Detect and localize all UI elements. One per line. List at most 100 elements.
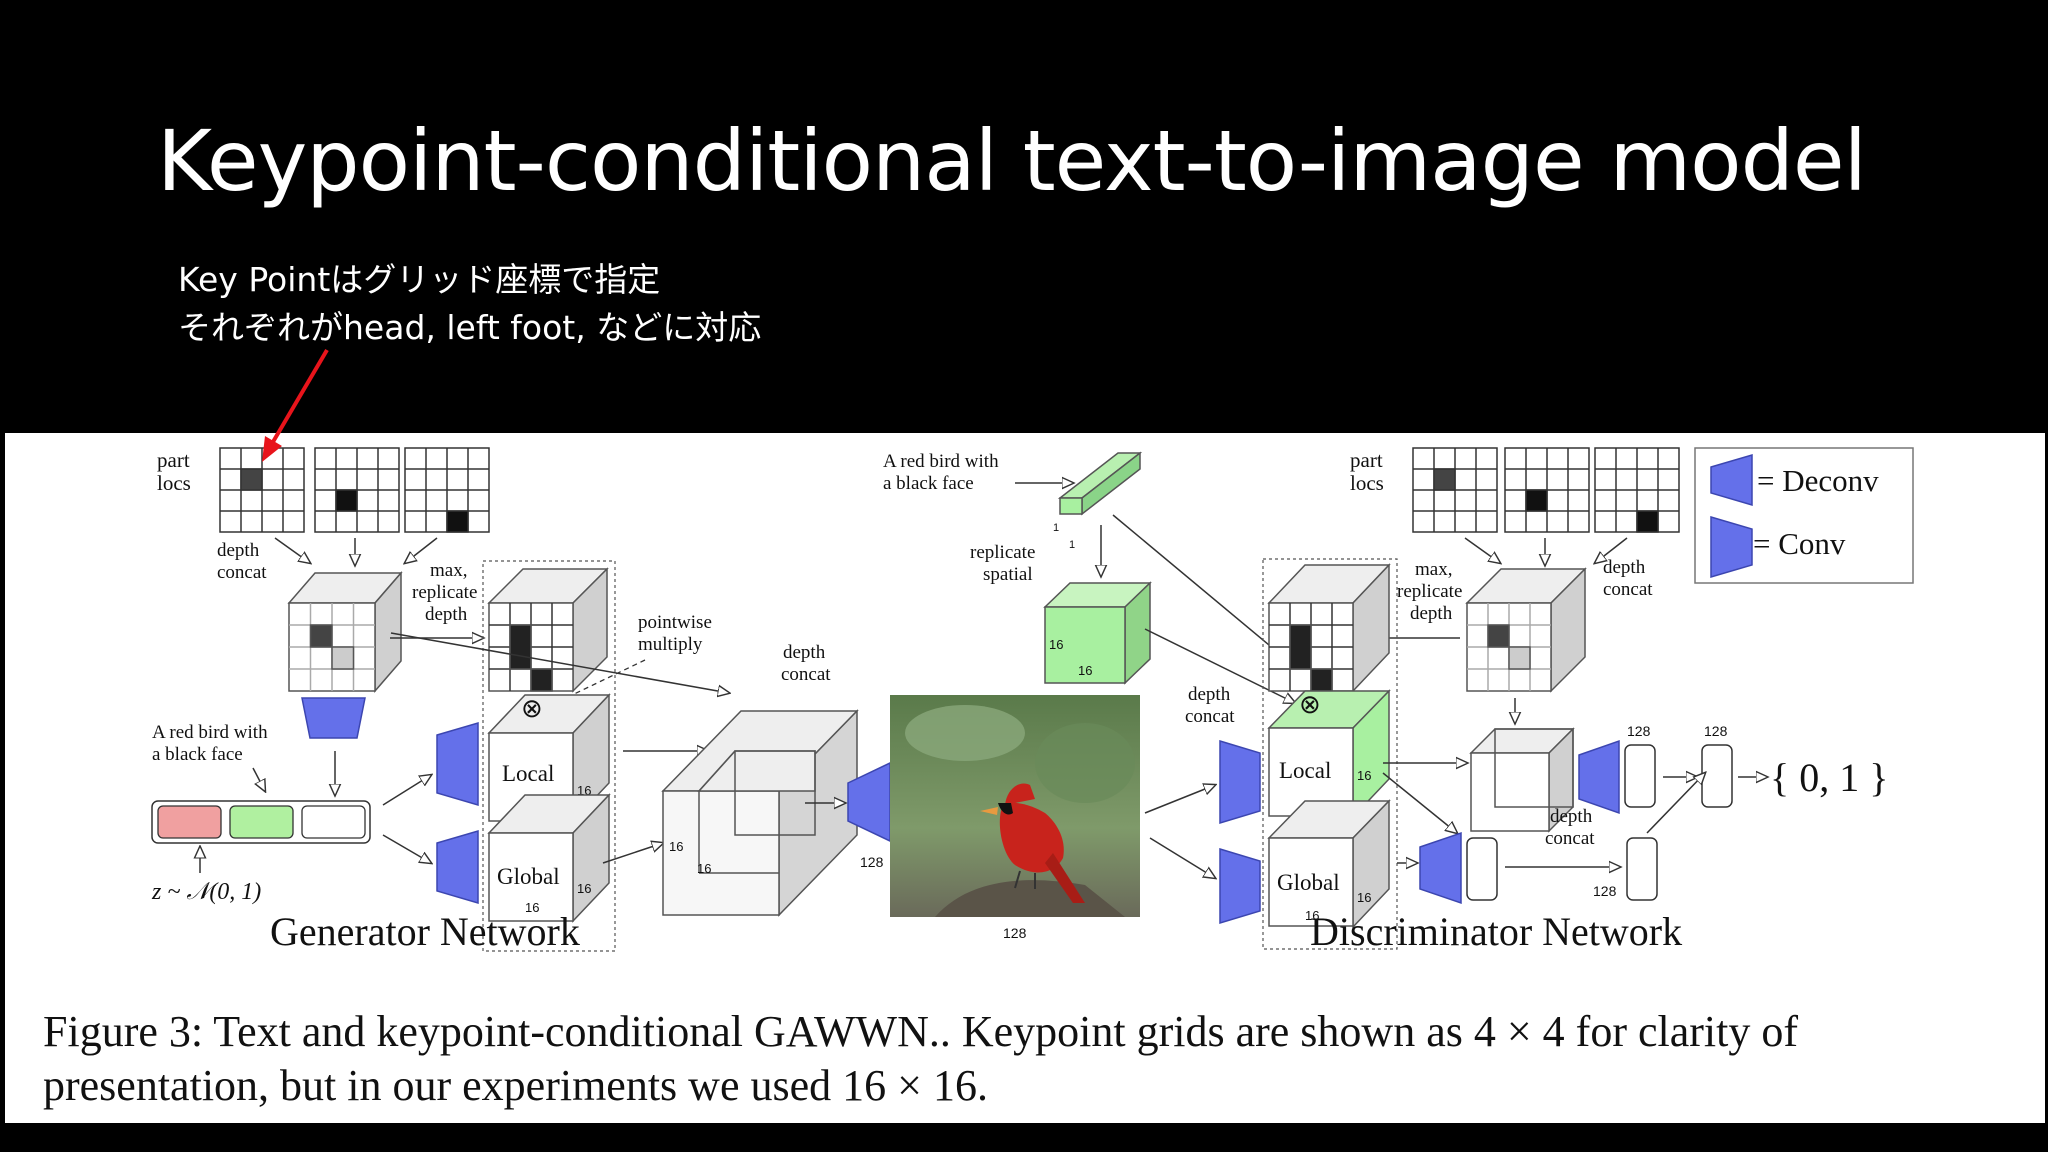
- disc-depth-concat-left-label: depth: [1188, 684, 1231, 705]
- gen-global-size-b: 16: [525, 900, 539, 915]
- disc-conv-upper: [1219, 739, 1261, 825]
- disc-feature-small: [1466, 837, 1498, 901]
- disc-conv-mid: [1578, 739, 1620, 815]
- disc-dashed-region: [1262, 558, 1398, 950]
- disc-concat-cube: [1469, 727, 1575, 833]
- generated-bird-image: [890, 695, 1140, 917]
- disc-global-size-a: 16: [1357, 890, 1371, 905]
- gen-keypoint-grid-3: [404, 447, 490, 533]
- center-text-embedding: [1057, 451, 1143, 516]
- disc-keypoint-grid-3: [1594, 447, 1680, 533]
- gen-max-label-2: replicate: [412, 582, 477, 603]
- gen-local-label: Local: [502, 761, 554, 786]
- architecture-diagram: part locs depth concat: [151, 447, 1914, 954]
- figure-caption: Figure 3: Text and keypoint-conditional …: [43, 1005, 2033, 1113]
- disc-part-locs-label-2: locs: [1350, 471, 1384, 495]
- gen-max-label: max,: [430, 560, 467, 581]
- disc-replicated-cube: [1267, 563, 1391, 693]
- generator-network-label: Generator Network: [270, 909, 580, 954]
- note-line-1: Key Pointはグリッド座標で指定: [178, 260, 661, 299]
- gen-op-symbol: ⊗: [521, 694, 543, 723]
- slide-title: Keypoint-conditional text-to-image model: [157, 112, 1867, 210]
- disc-depth-cube: [1465, 567, 1587, 693]
- gen-pointwise-label: pointwise: [638, 612, 712, 633]
- gen-conv-lower: [436, 829, 479, 905]
- disc-conv-bottom: [1419, 831, 1462, 905]
- note-line-2: それぞれがhead, left foot, などに対応: [178, 308, 762, 347]
- center-cube-size-a: 16: [1049, 637, 1063, 652]
- gen-latent-vector: [151, 800, 371, 844]
- disc-local-cube: [1267, 689, 1391, 819]
- disc-depth-concat-bottom-label: depth: [1550, 806, 1593, 827]
- center-replicated-text-cube: [1043, 581, 1152, 685]
- center-replicate-label: replicate: [970, 542, 1035, 563]
- legend-conv-label: = Conv: [1753, 526, 1846, 561]
- center-replicate-label-2: spatial: [983, 564, 1033, 585]
- disc-global-label: Global: [1277, 870, 1340, 895]
- disc-local-size-a: 16: [1357, 768, 1371, 783]
- disc-output-label: { 0, 1 }: [1770, 755, 1888, 800]
- gen-depth-concat-label: depth: [217, 540, 260, 561]
- disc-local-label: Local: [1279, 758, 1331, 783]
- disc-keypoint-grid-1: [1412, 447, 1498, 533]
- disc-size-128-c: 128: [1593, 883, 1617, 899]
- gen-global-cube: [487, 793, 611, 923]
- figure-panel: part locs depth concat: [5, 433, 2045, 1123]
- disc-global-size-b: 16: [1305, 908, 1319, 923]
- disc-depth-concat-right-label: depth: [1603, 557, 1646, 578]
- gen-global-size-a: 16: [577, 881, 591, 896]
- gen-concat-size-a: 16: [669, 839, 683, 854]
- legend-deconv-label: = Deconv: [1757, 463, 1879, 498]
- disc-max-label-2: replicate: [1397, 581, 1462, 602]
- gen-text-input-label-2: a black face: [152, 744, 243, 765]
- gen-concat-cube: [661, 709, 859, 917]
- gen-concat-size-b: 16: [697, 861, 711, 876]
- gen-part-locs-label-2: locs: [157, 471, 191, 495]
- gen-depth-concat2-label: depth: [783, 642, 826, 663]
- gen-keypoint-grid-1: [219, 447, 305, 533]
- annotation-note: Key Pointはグリッド座標で指定 それぞれがhead, left foot…: [178, 256, 761, 352]
- gen-max-label-3: depth: [425, 604, 468, 625]
- disc-part-locs-label: part: [1350, 448, 1383, 472]
- gen-deconv-shape: [301, 697, 366, 739]
- gen-depth-concat2-label-2: concat: [781, 664, 831, 685]
- disc-global-cube: [1267, 799, 1391, 929]
- center-dim-b: 1: [1069, 539, 1075, 551]
- gen-depth-concat-label-2: concat: [217, 562, 267, 583]
- discriminator-network-label: Discriminator Network: [1310, 909, 1682, 954]
- disc-op-symbol: ⊗: [1299, 690, 1321, 719]
- center-text-label-2: a black face: [883, 473, 974, 494]
- disc-size-128-b: 128: [1704, 723, 1728, 739]
- disc-feature-128-b: [1701, 744, 1733, 808]
- disc-size-128-a: 128: [1627, 723, 1651, 739]
- disc-depth-concat-bottom-label-2: concat: [1545, 828, 1595, 849]
- caption-line-2: presentation, but in our experiments we …: [43, 1061, 988, 1110]
- gen-part-locs-label: part: [157, 448, 190, 472]
- gen-global-label: Global: [497, 864, 560, 889]
- bird-image-size: 128: [1003, 925, 1027, 941]
- gen-keypoint-grid-2: [314, 447, 400, 533]
- disc-depth-concat-left-label-2: concat: [1185, 706, 1235, 727]
- gen-noise-label: z ~ 𝒩(0, 1): [151, 879, 261, 905]
- center-dim-a: 1: [1053, 522, 1059, 534]
- disc-max-label-3: depth: [1410, 603, 1453, 624]
- legend-conv-shape: [1710, 515, 1753, 579]
- disc-feature-128-a: [1624, 744, 1656, 808]
- legend-deconv-shape: [1710, 453, 1753, 507]
- caption-line-1: Figure 3: Text and keypoint-conditional …: [43, 1007, 1799, 1056]
- center-cube-size-b: 16: [1078, 663, 1092, 678]
- gen-text-input-label: A red bird with: [152, 722, 268, 743]
- disc-depth-concat-right-label-2: concat: [1603, 579, 1653, 600]
- disc-max-label: max,: [1415, 559, 1452, 580]
- gen-pointwise-label-2: multiply: [638, 634, 703, 655]
- disc-conv-lower: [1219, 847, 1261, 925]
- gen-depth-cube: [287, 570, 403, 694]
- gen-replicated-cube: [487, 567, 609, 693]
- gen-dashed-region: [482, 560, 616, 952]
- disc-keypoint-grid-2: [1504, 447, 1590, 533]
- disc-feature-128-c: [1626, 837, 1658, 901]
- gen-conv-upper: [436, 721, 479, 807]
- legend-box: = Deconv = Conv: [1694, 447, 1914, 584]
- gen-output-size: 128: [860, 854, 884, 870]
- center-text-label: A red bird with: [883, 451, 999, 472]
